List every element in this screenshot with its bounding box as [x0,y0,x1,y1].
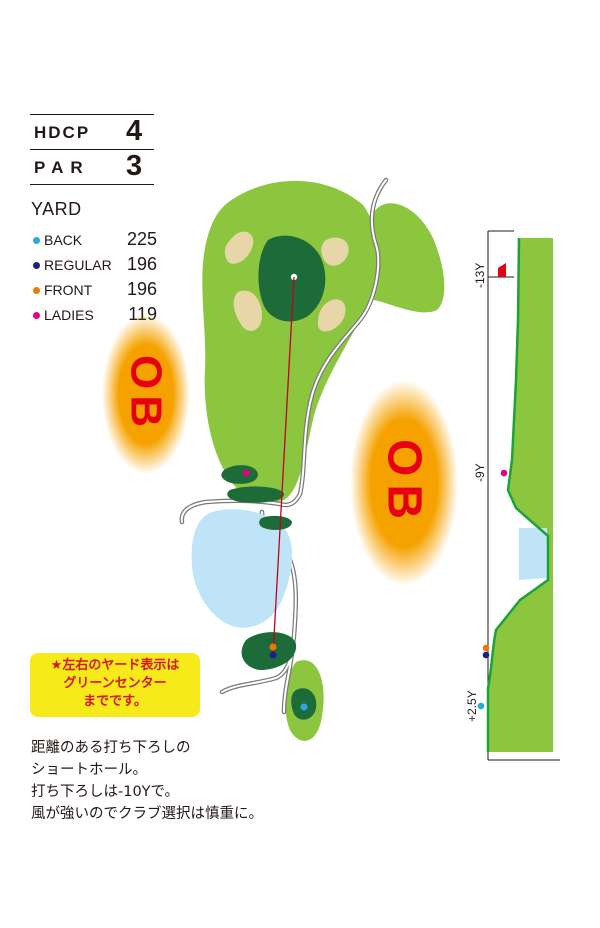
profile-marker-back: +2.5Y [465,690,479,722]
profile-regular-tee-icon [482,651,490,659]
profile-ladies-tee-icon [500,469,508,477]
ladies-tee-dot-icon [33,312,40,319]
tee-row-front: FRONT 196 [31,279,157,301]
flag-icon [498,263,506,277]
bunker-right-lower [318,299,346,332]
description-line-2: ショートホール。 [31,762,147,778]
regular-tee-dot-icon [33,262,40,269]
profile-back-tee-icon [477,702,485,710]
water-hazard [191,509,293,628]
regular-tee-marker-icon [269,651,277,659]
tee-name: LADIES [44,307,94,323]
stat-top-rule [30,114,154,115]
front-tee-marker-icon [269,643,277,651]
yardage-note: ★左右のヤード表示は グリーンセンター までです。 [30,653,200,717]
profile-marker-ladies: -9Y [473,463,487,482]
hole-description: 距離のある打ち下ろしの ショートホール。 打ち下ろしは-10Yで。 風が強いので… [31,737,331,825]
tee-row-back: BACK 225 [31,229,157,251]
fairway [202,180,377,503]
description-line-3: 打ち下ろしは-10Yで。 [31,784,179,800]
stat-middle-rule [30,149,154,150]
ob-zone-left [102,314,190,474]
hdcp-value: 4 [126,115,143,147]
elevation-profile: -13Y -9Y +2.5Y [465,230,560,761]
back-tee-dot-icon [33,237,40,244]
tee-box-lower [259,515,292,530]
par-label: PAR [34,158,90,177]
ob-right-label: OB [378,439,431,527]
tee-yards: 196 [126,254,157,274]
ob-zone-right [350,380,458,586]
description-line-1: 距離のある打ち下ろしの [31,740,191,756]
stat-bottom-rule [30,184,154,185]
tee-box-upper [221,465,258,484]
note-line-1: ★左右のヤード表示は [50,658,180,673]
tee-name: FRONT [44,282,93,298]
bunker-left-lower [233,290,262,331]
bunker-right-upper [321,237,349,266]
profile-front-tee-icon [482,644,490,652]
note-line-2: グリーンセンター [63,676,167,691]
ob-left-label: OB [122,355,171,433]
front-tee-dot-icon [33,287,40,294]
tee-row-regular: REGULAR 196 [31,254,157,276]
aim-line [272,276,295,656]
back-tee-marker-icon [300,703,308,711]
hdcp-label: HDCP [34,123,91,142]
bunker-left-upper [224,231,254,264]
yard-title: YARD [31,199,82,219]
profile-marker-green: -13Y [473,263,487,288]
profile-ground [488,238,553,752]
tee-box-middle [227,486,284,503]
tee-yards: 196 [126,279,157,299]
description-line-4: 風が強いのでクラブ選択は慎重に。 [31,806,263,822]
par-value: 3 [126,150,143,182]
profile-outline [486,237,550,752]
tee-name: REGULAR [44,257,112,273]
tee-name: BACK [44,232,83,248]
tee-box-front [241,632,297,670]
profile-water [519,528,547,580]
note-line-3: までです。 [83,694,147,709]
tee-yards: 225 [126,229,157,249]
ladies-tee-marker-icon [242,469,250,477]
